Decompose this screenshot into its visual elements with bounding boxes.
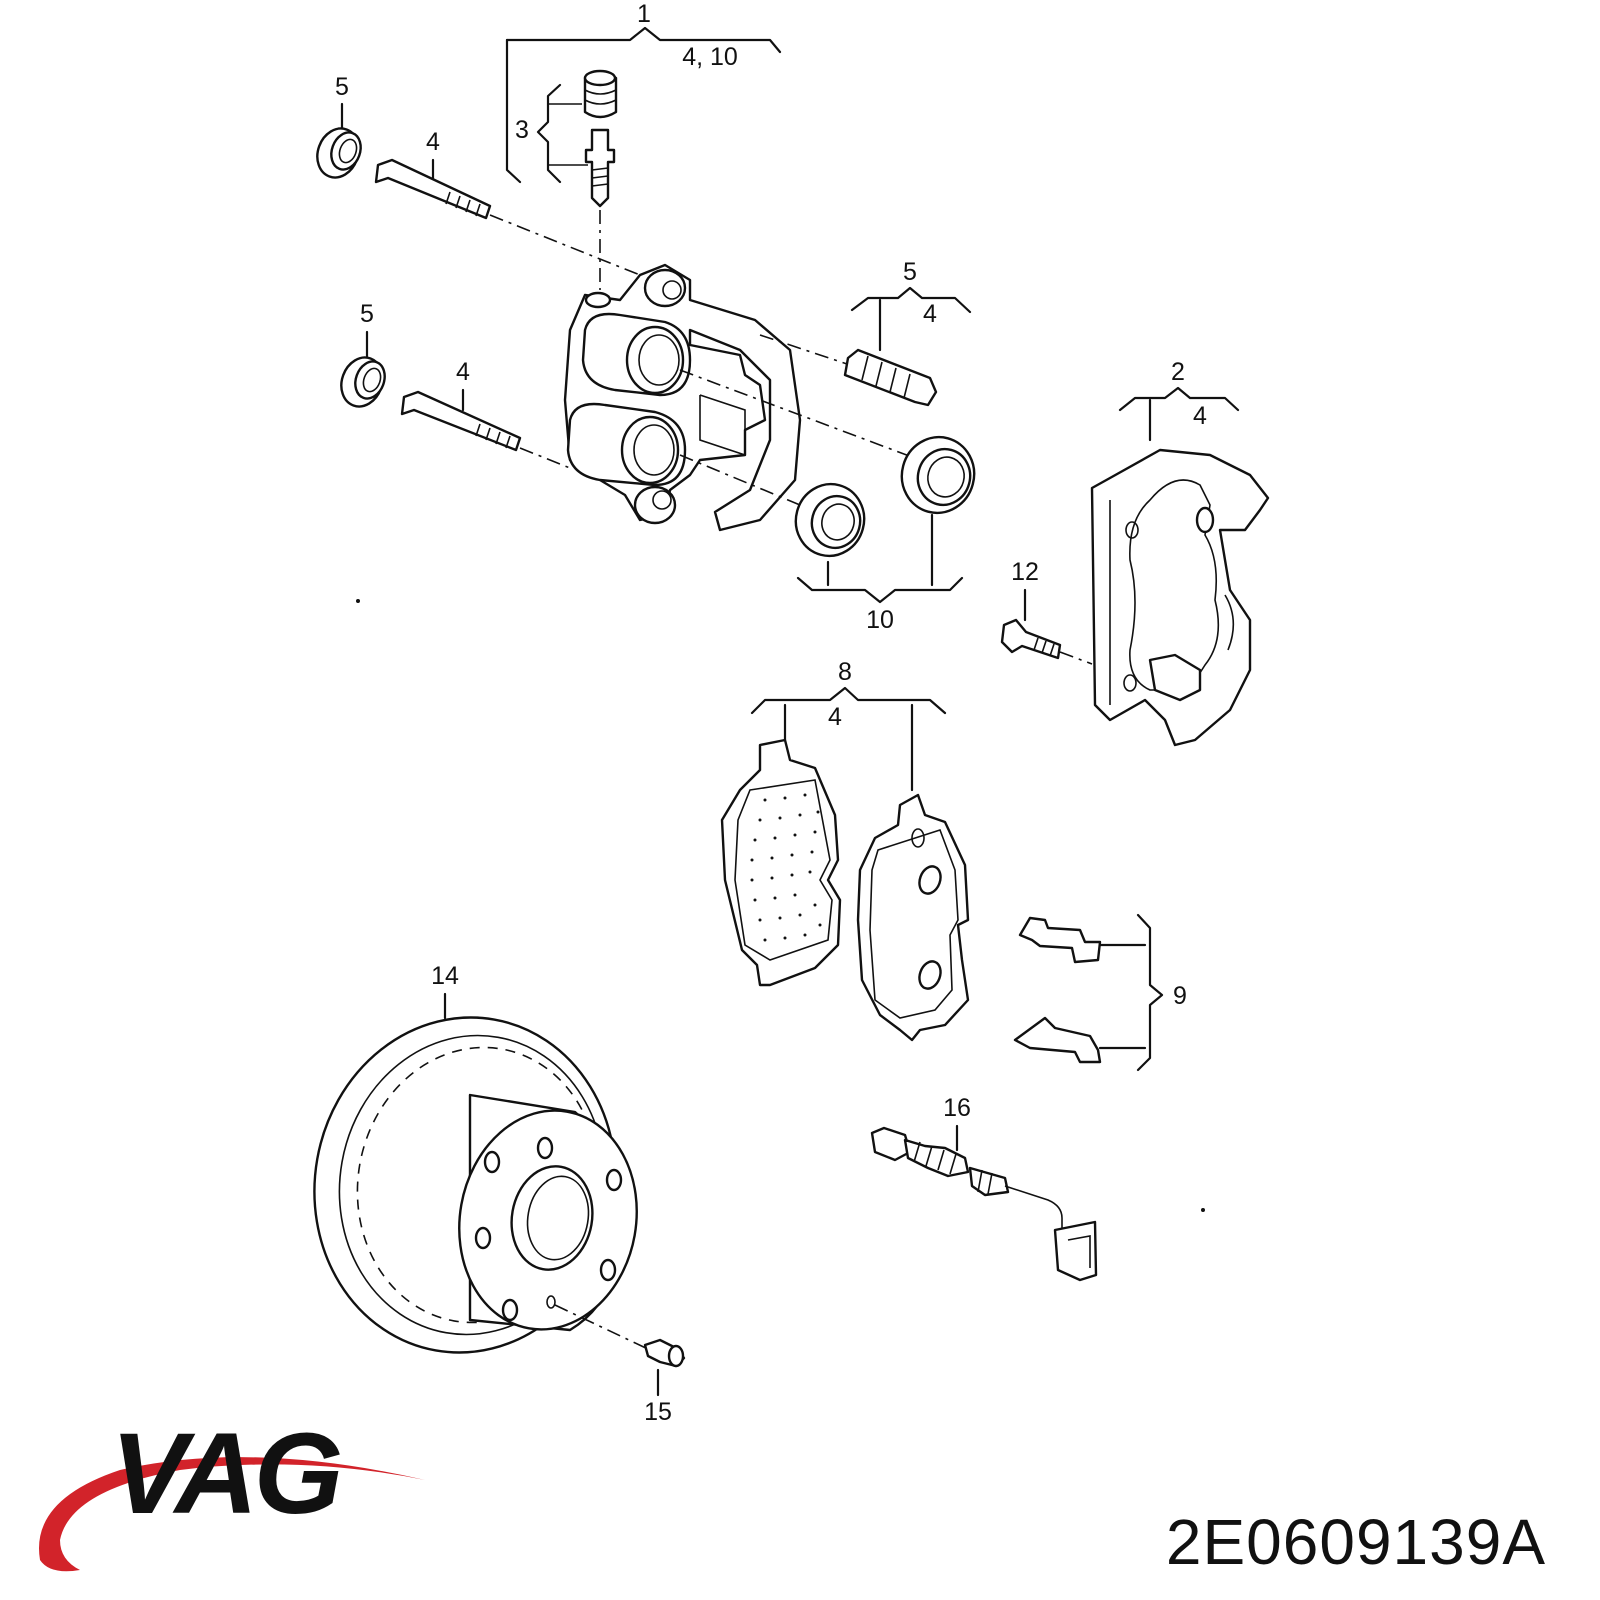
callout-4-right-label: 4 — [923, 300, 937, 328]
callout-8-label: 8 — [838, 658, 852, 686]
callout-9: 9 — [1098, 913, 1187, 1072]
callout-4-top: 4 — [426, 128, 440, 182]
disc-set-screw — [643, 1338, 686, 1368]
brake-pad-backing-side — [856, 793, 970, 1042]
callout-5-right: 5 4 — [850, 258, 972, 352]
brake-disc — [313, 1016, 638, 1354]
dust-seal-mid — [340, 356, 386, 408]
callout-2-label: 2 — [1171, 358, 1185, 386]
callout-15: 15 — [644, 1368, 672, 1426]
guide-pin-top — [374, 158, 492, 220]
part-number: 2E0609139A — [1165, 1506, 1546, 1578]
carrier-bolt — [1000, 618, 1062, 660]
wear-sensor — [870, 1126, 1098, 1282]
callout-14-label: 14 — [431, 962, 459, 990]
piston-seal-small — [794, 482, 866, 558]
callout-12-label: 12 — [1011, 558, 1039, 586]
callout-10-label: 10 — [866, 606, 894, 634]
callout-1-sub-label: 4, 10 — [682, 43, 738, 71]
callout-16-label: 16 — [943, 1094, 971, 1122]
callout-3-label: 3 — [515, 116, 529, 144]
callout-15-label: 15 — [644, 1398, 672, 1426]
callout-3: 3 — [515, 83, 588, 184]
callout-2-sub-label: 4 — [1193, 402, 1207, 430]
guide-pin-mid — [400, 390, 522, 452]
callout-5-top: 5 — [335, 73, 349, 130]
guide-boot — [843, 348, 938, 407]
logo-text: VAG — [111, 1410, 340, 1538]
callout-8: 8 4 — [750, 658, 947, 792]
callout-4-mid-label: 4 — [456, 358, 470, 386]
bleed-screw-cap — [583, 69, 618, 119]
vag-logo: VAG — [39, 1410, 425, 1572]
piston-seal-large — [900, 435, 976, 515]
callout-4-mid: 4 — [456, 358, 470, 412]
callout-1-label: 1 — [637, 0, 651, 28]
callout-5-right-label: 5 — [903, 258, 917, 286]
callout-4-top-label: 4 — [426, 128, 440, 156]
anti-rattle-clip-upper — [1018, 916, 1102, 964]
callout-5-mid: 5 — [360, 300, 374, 358]
callout-2: 2 4 — [1118, 358, 1240, 442]
callout-5-mid-label: 5 — [360, 300, 374, 328]
callout-1: 1 4, 10 — [505, 0, 782, 184]
brake-pad-friction-side — [720, 738, 842, 987]
callout-10: 10 — [796, 513, 964, 634]
bleed-screw — [584, 128, 616, 208]
callout-12: 12 — [1011, 558, 1039, 622]
callout-16: 16 — [943, 1094, 971, 1152]
callout-9-label: 9 — [1173, 982, 1187, 1010]
anti-rattle-clip-lower — [1013, 1016, 1102, 1064]
dust-seal-top — [316, 127, 362, 179]
callout-5-top-label: 5 — [335, 73, 349, 101]
callout-14: 14 — [431, 962, 459, 1020]
callout-8-sub-label: 4 — [828, 703, 842, 731]
caliper-housing — [563, 263, 802, 532]
caliper-carrier — [1090, 448, 1270, 747]
